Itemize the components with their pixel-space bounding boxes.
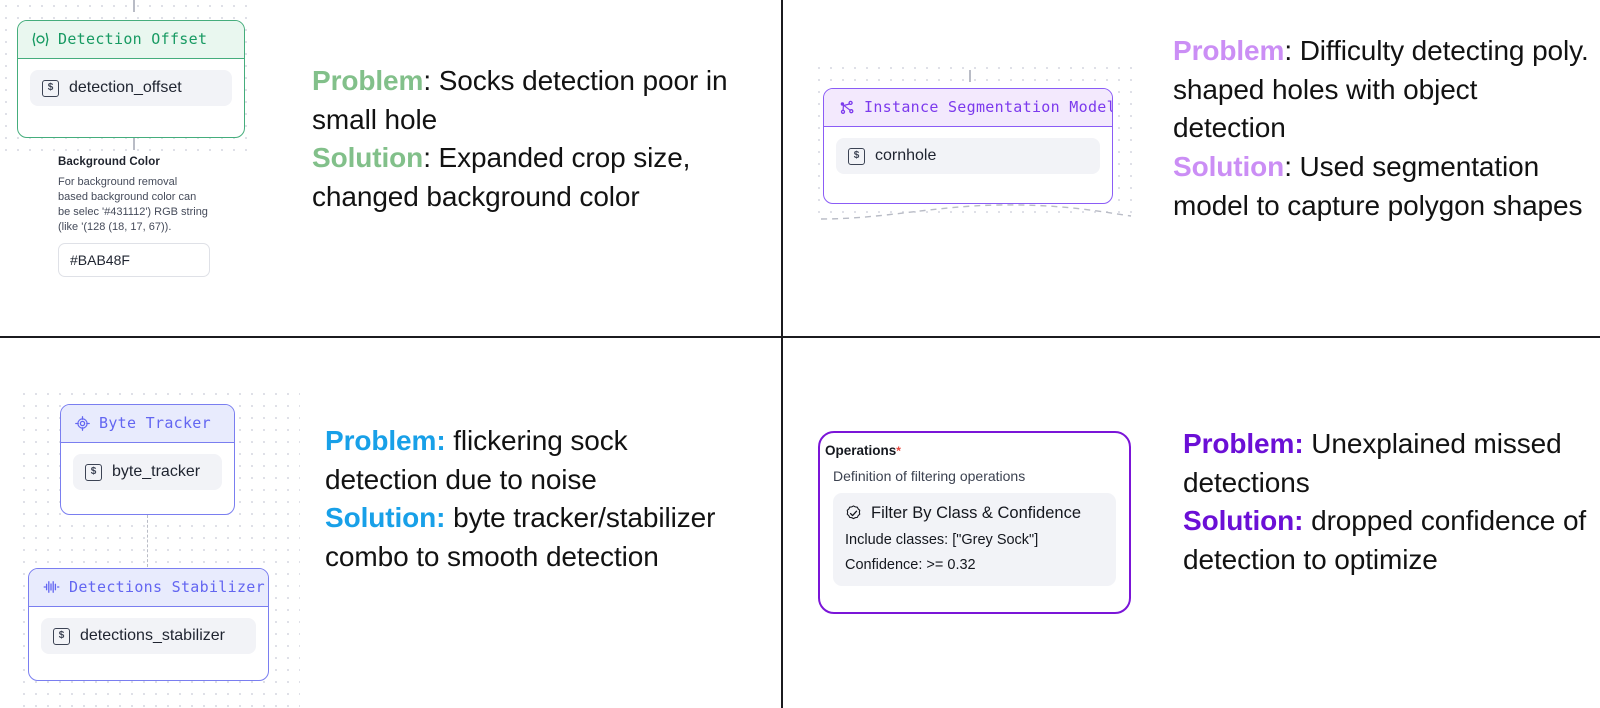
problem-solution-text-tr: Problem: Difficulty detecting poly. shap…	[1173, 32, 1593, 225]
operations-item[interactable]: Filter By Class & Confidence Include cla…	[833, 493, 1116, 586]
background-color-settings-panel: Background Color For background removal …	[58, 156, 210, 278]
target-icon	[75, 415, 90, 431]
settings-title: Background Color	[58, 156, 160, 168]
settings-description: For background removal based background …	[58, 176, 208, 233]
connector-dashed-curve	[820, 204, 1132, 220]
waveform-icon	[43, 580, 60, 594]
operations-subtitle: Definition of filtering operations	[833, 468, 1026, 484]
vertical-divider	[781, 0, 783, 708]
solution-sep-br	[1303, 505, 1311, 536]
problem-solution-text-br: Problem: Unexplained missed detections S…	[1183, 425, 1598, 580]
operations-item-header: Filter By Class & Confidence	[845, 504, 1104, 523]
solution-body-tl: Expanded crop size, changed background c…	[312, 142, 691, 212]
operations-label-text: Operations	[825, 443, 897, 458]
node-field-detection-offset[interactable]: $ detection_offset	[30, 70, 232, 106]
node-field-label: detection_offset	[69, 79, 182, 96]
problem-body-bl: flickering sock detection due to noise	[325, 425, 628, 495]
quadrant-top-right: Instance Segmentation Model $ cornhole P…	[783, 0, 1600, 336]
connector-dashed-vertical	[147, 515, 148, 567]
problem-body-br: Unexplained missed detections	[1183, 428, 1562, 498]
node-header-title: Detections Stabilizer	[69, 578, 265, 596]
solution-sep-tl: :	[423, 142, 439, 174]
node-detections-stabilizer[interactable]: Detections Stabilizer $ detections_stabi…	[28, 568, 269, 681]
problem-label-bl: Problem:	[325, 425, 446, 456]
solution-sep-tr: :	[1284, 150, 1300, 182]
node-detection-offset[interactable]: Detection Offset $ detection_offset	[17, 20, 245, 138]
problem-body-tr: Difficulty detecting poly. shaped holes …	[1173, 35, 1589, 144]
problem-solution-text-bl: Problem: flickering sock detection due t…	[325, 422, 745, 577]
node-body-detections-stabilizer: $ detections_stabilizer	[29, 607, 268, 668]
variable-dollar-icon: $	[42, 79, 59, 97]
solution-sep-bl	[445, 502, 453, 533]
node-field-byte-tracker[interactable]: $ byte_tracker	[73, 454, 222, 490]
operations-row-confidence: Confidence: >= 0.32	[845, 557, 976, 573]
required-asterisk: *	[896, 444, 901, 458]
node-byte-tracker[interactable]: Byte Tracker $ byte_tracker	[60, 404, 235, 515]
node-header-byte-tracker: Byte Tracker	[61, 405, 234, 443]
node-field-label: cornhole	[875, 147, 937, 164]
solution-body-tr: Used segmentation model to capture polyg…	[1173, 150, 1583, 221]
solution-label-tl: Solution	[312, 142, 424, 174]
segmentation-model-icon	[838, 100, 855, 115]
check-badge-icon	[845, 505, 862, 522]
problem-label-tl: Problem	[312, 65, 424, 96]
node-field-label: byte_tracker	[112, 463, 201, 480]
solution-body-bl: byte tracker/stabilizer combo to smooth …	[325, 502, 716, 572]
variable-dollar-icon: $	[848, 147, 865, 165]
problem-label-tr: Problem	[1173, 35, 1285, 66]
operations-item-title: Filter By Class & Confidence	[871, 504, 1081, 522]
node-header-title: Byte Tracker	[99, 414, 211, 432]
problem-solution-text-tl: Problem: Socks detection poor in small h…	[312, 62, 764, 217]
quadrant-top-left: Detection Offset $ detection_offset Back…	[0, 0, 781, 336]
horizontal-divider	[0, 336, 1600, 338]
problem-body-tl: Socks detection poor in small hole	[312, 65, 728, 135]
solution-label-br: Solution:	[1183, 505, 1304, 537]
problem-sep-tl: :	[423, 65, 439, 96]
node-body-detection-offset: $ detection_offset	[18, 59, 244, 120]
operations-row-include-classes: Include classes: ["Grey Sock"]	[845, 532, 1039, 548]
node-field-cornhole[interactable]: $ cornhole	[836, 138, 1100, 174]
solution-body-br: dropped confidence of detection to optim…	[1183, 505, 1587, 575]
background-color-input[interactable]: #BAB48F	[58, 243, 210, 278]
node-field-detections-stabilizer[interactable]: $ detections_stabilizer	[41, 618, 256, 654]
solution-label-bl: Solution:	[325, 502, 446, 534]
operations-label: Operations*	[825, 443, 1108, 458]
connector-stub-bottom	[133, 138, 135, 150]
solution-label-tr: Solution	[1173, 150, 1285, 182]
node-header-title: Instance Segmentation Model	[864, 98, 1113, 116]
quadrant-bottom-left: Byte Tracker $ byte_tracker	[0, 338, 781, 708]
operations-card[interactable]: Operations* Definition of filtering oper…	[818, 431, 1131, 614]
node-header-detection-offset: Detection Offset	[18, 21, 244, 59]
node-body-byte-tracker: $ byte_tracker	[61, 443, 234, 504]
node-instance-segmentation-model[interactable]: Instance Segmentation Model $ cornhole	[823, 88, 1113, 204]
problem-sep-tr: :	[1284, 35, 1300, 66]
variable-dollar-icon: $	[85, 463, 102, 481]
quadrant-bottom-right: Operations* Definition of filtering oper…	[783, 338, 1600, 708]
node-field-label: detections_stabilizer	[80, 627, 225, 644]
node-header-title: Detection Offset	[58, 30, 208, 48]
node-body-instance-segmentation: $ cornhole	[824, 127, 1112, 188]
connector-stub-top	[133, 0, 135, 12]
problem-label-br: Problem:	[1183, 428, 1304, 459]
node-header-instance-segmentation: Instance Segmentation Model	[824, 89, 1112, 127]
connector-stub-top	[969, 70, 971, 82]
offset-icon	[32, 32, 49, 47]
variable-dollar-icon: $	[53, 627, 70, 645]
node-header-detections-stabilizer: Detections Stabilizer	[29, 569, 268, 607]
